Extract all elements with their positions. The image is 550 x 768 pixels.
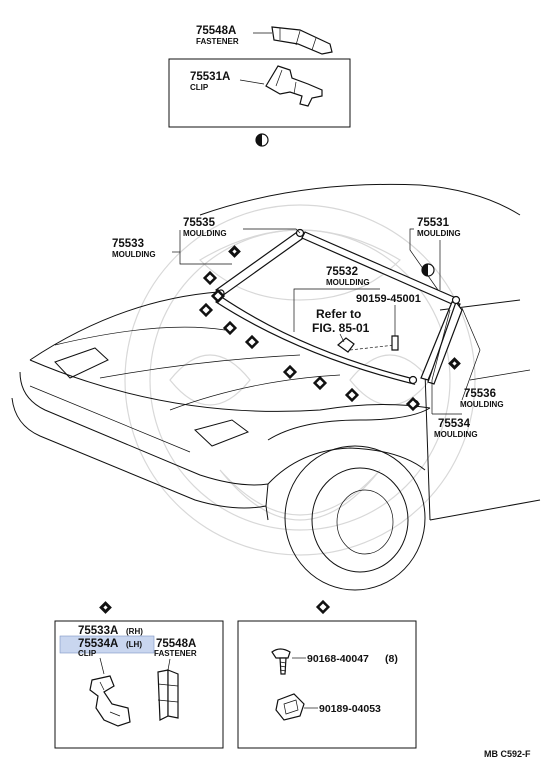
square-diamond-symbol-bottom <box>315 599 331 615</box>
moulding-75535-name: MOULDING <box>183 229 227 238</box>
clip-box-bottom-left: 75533A (RH) 75534A (LH) CLIP 75548A FAST… <box>54 601 224 749</box>
fastener-75548a-top: 75548A FASTENER <box>196 25 333 55</box>
square-diamond-symbols <box>198 270 421 412</box>
moulding-75534-number: 75534 <box>438 418 471 430</box>
square-diamond-symbol <box>282 364 298 380</box>
square-diamond-symbol <box>210 288 226 304</box>
moulding-75536-number: 75536 <box>464 388 496 400</box>
clip-75531a-box: 75531A CLIP <box>168 58 351 128</box>
moulding-75531-name: MOULDING <box>417 229 461 238</box>
moulding-75536-name: MOULDING <box>460 400 504 409</box>
fastener-top-name: FASTENER <box>196 37 239 46</box>
refer-to-figure: FIG. 85-01 <box>312 321 370 335</box>
dotted-diamond-symbol <box>448 357 461 370</box>
clip-rh-suffix: (RH) <box>126 627 143 636</box>
square-diamond-symbol <box>222 320 238 336</box>
moulding-75533-name: MOULDING <box>112 250 156 259</box>
figure-code: MB C592-F <box>484 749 531 759</box>
refer-to-text: Refer to <box>316 307 361 321</box>
dotted-diamond-symbol-bottom <box>99 601 112 614</box>
moulding-75532-name: MOULDING <box>326 278 370 287</box>
label-75533: 75533 MOULDING <box>112 238 180 259</box>
square-diamond-symbol <box>405 396 421 412</box>
label-refer-to: Refer to FIG. 85-01 <box>312 307 370 343</box>
highlight-75534a <box>59 635 155 654</box>
clip-lh-number: 75534A <box>78 638 118 650</box>
square-diamond-symbol <box>202 270 218 286</box>
fastener-top-number: 75548A <box>196 25 236 37</box>
moulding-75534-name: MOULDING <box>434 430 478 439</box>
fastener-bottom-number: 75548A <box>156 638 196 650</box>
clip-lh-name: CLIP <box>78 649 97 658</box>
center-bracket <box>337 335 399 353</box>
car-body-outline <box>11 183 541 591</box>
label-90159: 90159-45001 <box>356 293 421 336</box>
clip-top-number: 75531A <box>190 71 230 83</box>
moulding-75531-number: 75531 <box>417 217 450 229</box>
half-circle-symbol-top <box>255 133 269 147</box>
clip-lh-suffix: (LH) <box>126 640 142 649</box>
square-diamond-symbol <box>312 375 328 391</box>
nut-90189-number: 90189-04053 <box>319 703 381 715</box>
label-75532: 75532 MOULDING <box>293 266 380 332</box>
label-75536: 75536 MOULDING <box>460 307 504 409</box>
moulding-75535-number: 75535 <box>183 217 216 229</box>
screw-90168-qty: (8) <box>385 653 398 665</box>
square-diamond-symbol <box>244 334 260 350</box>
label-75535: 75535 MOULDING <box>179 217 301 265</box>
bolt-90159-number: 90159-45001 <box>356 293 421 305</box>
clip-rh-number: 75533A <box>78 625 118 637</box>
dotted-diamond-symbol <box>228 245 241 258</box>
half-circle-symbol <box>421 263 435 277</box>
screw-90168-number: 90168-40047 <box>307 653 369 665</box>
label-75531: 75531 MOULDING <box>409 217 461 291</box>
fastener-bottom-name: FASTENER <box>154 649 197 658</box>
clip-top-name: CLIP <box>190 83 209 92</box>
label-75534: 75534 MOULDING <box>431 309 478 439</box>
screw-nut-box: 90168-40047 (8) 90189-04053 <box>237 599 417 749</box>
moulding-75532-number: 75532 <box>326 266 358 278</box>
moulding-75533-number: 75533 <box>112 238 144 250</box>
square-diamond-symbol <box>198 302 214 318</box>
square-diamond-symbol <box>344 387 360 403</box>
symbols-on-car <box>228 245 461 370</box>
watermark-emblem <box>124 204 476 556</box>
